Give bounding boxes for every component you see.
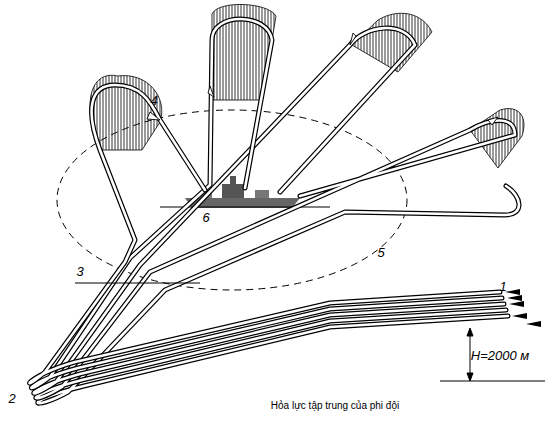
figure-caption: Hỏa lực tập trung của phi đội (271, 400, 399, 411)
callout-number: 3 (76, 264, 83, 279)
altitude-dimension (440, 328, 545, 381)
maneuver-surface (90, 4, 524, 168)
callout-number: 5 (377, 245, 384, 260)
callout-number: 1 (499, 279, 506, 294)
aircraft-symbol (505, 289, 541, 327)
callout-number: 2 (8, 391, 15, 406)
callout-number: 6 (202, 210, 209, 225)
flight-path (29, 19, 519, 403)
altitude-label: H=2000 м (471, 348, 529, 363)
callout-number: 4 (150, 93, 157, 108)
direction-arrow (147, 33, 498, 125)
leader-line (75, 283, 200, 284)
